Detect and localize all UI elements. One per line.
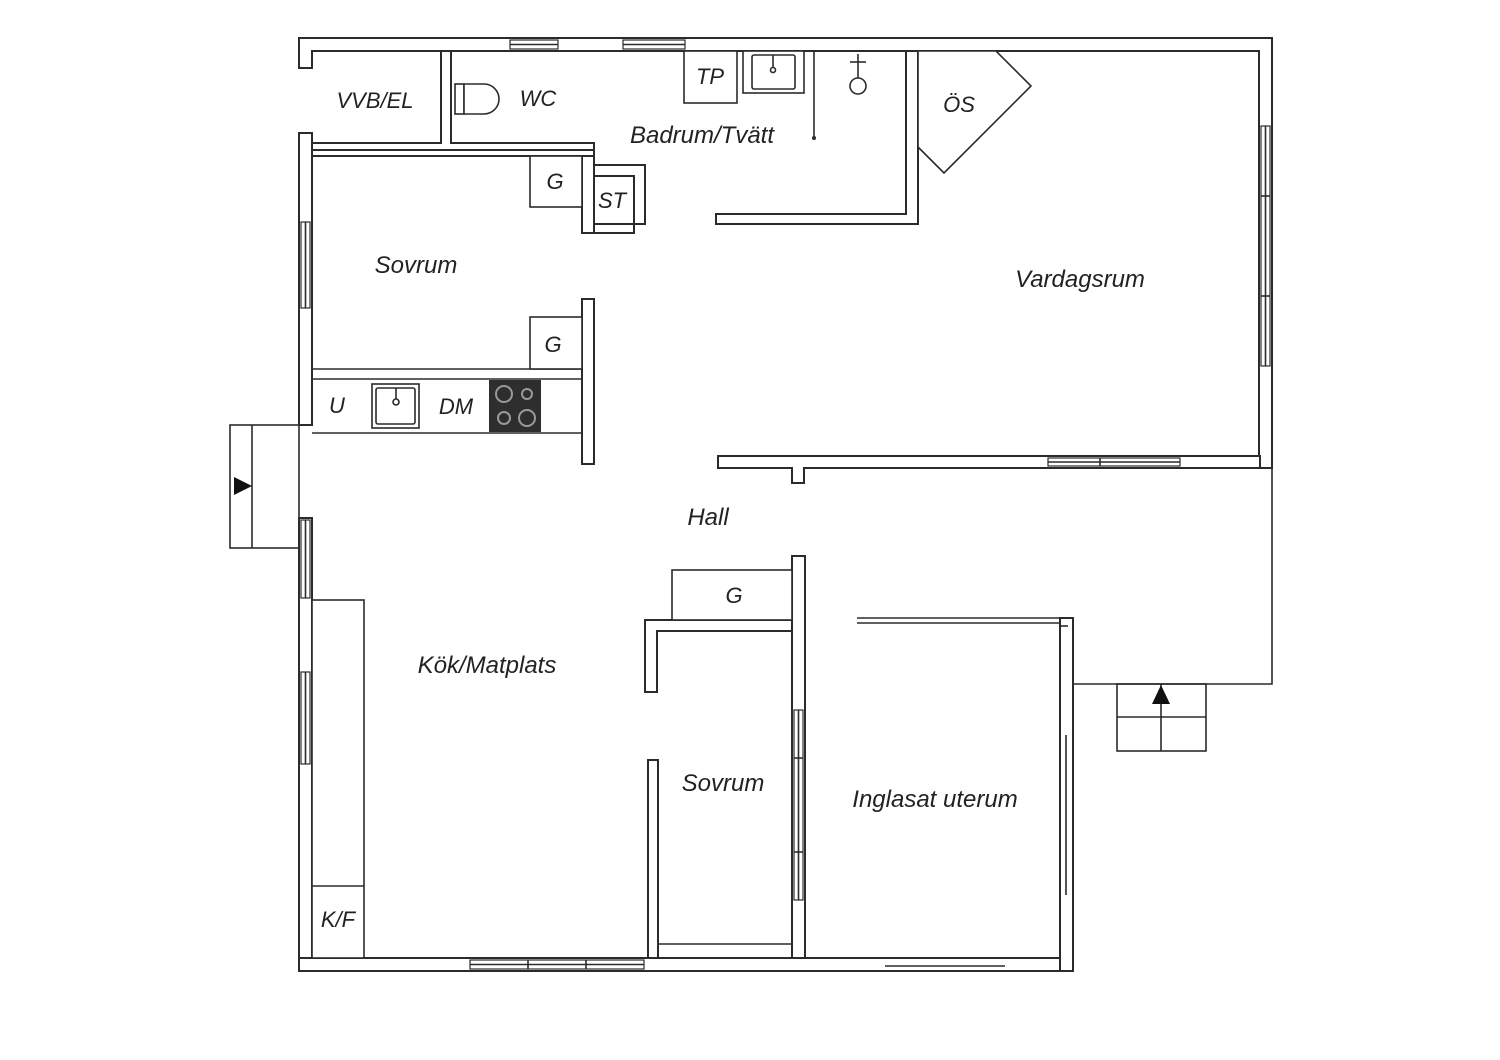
window-icon	[793, 709, 804, 901]
sink-icon	[742, 50, 805, 94]
sink-icon	[371, 383, 420, 429]
entrance-arrow-icon	[234, 477, 252, 495]
entrances	[229, 424, 1207, 752]
label-wc: WC	[520, 86, 557, 111]
label-os: ÖS	[943, 92, 975, 117]
kitchen-counter	[311, 599, 365, 959]
room-labels: VVB/EL WC TP Badrum/Tvätt ÖS G ST Sovrum…	[321, 64, 1145, 932]
label-g-top: G	[546, 169, 563, 194]
label-vardagsrum: Vardagsrum	[1015, 266, 1145, 293]
window-icon	[469, 959, 645, 970]
label-badrum: Badrum/Tvätt	[630, 122, 775, 149]
window-icon	[885, 625, 1068, 967]
label-st: ST	[598, 188, 628, 213]
label-dm: DM	[439, 394, 474, 419]
fixtures	[311, 50, 1033, 959]
label-g-mid: G	[544, 332, 561, 357]
label-vvb-el: VVB/EL	[336, 88, 413, 113]
window-icon	[300, 671, 311, 765]
label-u: U	[329, 393, 345, 418]
window-icon	[622, 39, 686, 50]
label-kok: Kök/Matplats	[418, 652, 557, 679]
label-uterum: Inglasat uterum	[852, 786, 1017, 813]
window-icon	[300, 519, 311, 599]
label-sovrum-top: Sovrum	[375, 252, 458, 279]
tp-cabinet	[683, 50, 738, 104]
entrance-right	[1116, 683, 1207, 752]
window-icon	[1260, 125, 1271, 367]
window-icon	[509, 39, 559, 50]
toilet-icon	[454, 83, 500, 115]
outer-walls	[298, 37, 1273, 972]
window-icon	[1047, 457, 1181, 467]
window-icon	[300, 221, 311, 309]
closet-g-mid	[529, 316, 583, 370]
stove-icon	[489, 380, 541, 432]
entrance-left	[229, 424, 300, 549]
label-kf: K/F	[321, 907, 357, 932]
closet-g-hall	[671, 569, 793, 621]
fireplace	[917, 50, 1033, 175]
label-hall: Hall	[687, 504, 729, 531]
windows	[300, 39, 1271, 970]
label-sovrum-bottom: Sovrum	[682, 770, 765, 797]
label-tp: TP	[696, 64, 724, 89]
interior-walls	[311, 50, 1261, 959]
shower-icon	[812, 51, 867, 140]
closet-g-top	[529, 155, 583, 208]
label-g-hall: G	[725, 583, 742, 608]
entrance-arrow-icon	[1152, 685, 1170, 704]
